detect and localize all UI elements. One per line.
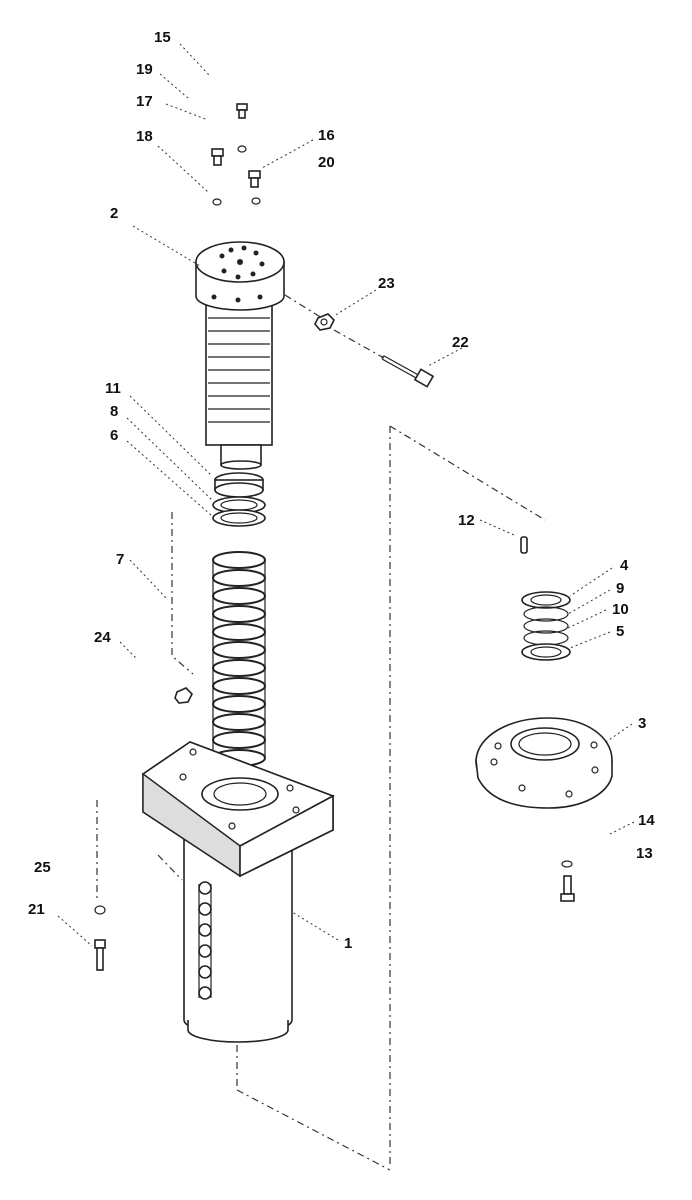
upper-column-part-2 [195, 241, 285, 470]
fitting-15 [236, 103, 248, 119]
spring-7 [212, 551, 266, 767]
fitting-16 [248, 170, 261, 188]
callout-23: 23 [378, 275, 395, 292]
nut-24 [174, 687, 193, 704]
ring-stack-11-8-6 [212, 472, 266, 527]
callout-14: 14 [638, 812, 655, 829]
callout-8: 8 [110, 403, 118, 420]
pin-12 [520, 536, 528, 554]
callout-21: 21 [28, 901, 45, 918]
callout-20: 20 [318, 154, 335, 171]
callout-7: 7 [116, 551, 124, 568]
callout-1: 1 [344, 935, 352, 952]
callout-15: 15 [154, 29, 171, 46]
callout-13: 13 [636, 845, 653, 862]
callout-16: 16 [318, 127, 335, 144]
assembly-centerlines [96, 294, 546, 1171]
small-spring-assembly-4-9-10-5 [521, 591, 571, 661]
washer-25 [94, 905, 106, 915]
callout-3: 3 [638, 715, 646, 732]
leader-lines [57, 43, 635, 947]
o-ring-20 [251, 197, 261, 205]
callout-6: 6 [110, 427, 118, 444]
o-ring-19 [237, 145, 247, 153]
flanged-cap-part-3 [475, 717, 613, 809]
base-part-1 [141, 741, 335, 1043]
callout-4: 4 [620, 557, 629, 574]
callout-12: 12 [458, 512, 475, 529]
callout-19: 19 [136, 61, 153, 78]
washer-14 [561, 860, 573, 868]
top-fittings [211, 103, 261, 206]
bolt-22 [381, 355, 435, 388]
screw-21 [94, 939, 106, 971]
callout-25: 25 [34, 859, 51, 876]
callout-17: 17 [136, 93, 153, 110]
callout-9: 9 [616, 580, 624, 597]
callout-11: 11 [105, 380, 121, 397]
callout-10: 10 [612, 601, 629, 618]
callout-18: 18 [136, 128, 153, 145]
o-ring-18 [212, 198, 222, 206]
callout-labels: 15 19 17 18 16 20 2 23 22 11 8 6 7 24 12… [28, 29, 655, 952]
fitting-17 [211, 148, 224, 166]
callout-2: 2 [110, 205, 118, 222]
chain-strip [198, 881, 212, 1000]
screw-13 [560, 875, 575, 902]
callout-24: 24 [94, 629, 111, 646]
callout-5: 5 [616, 623, 624, 640]
callout-22: 22 [452, 334, 469, 351]
nut-23 [314, 313, 335, 331]
